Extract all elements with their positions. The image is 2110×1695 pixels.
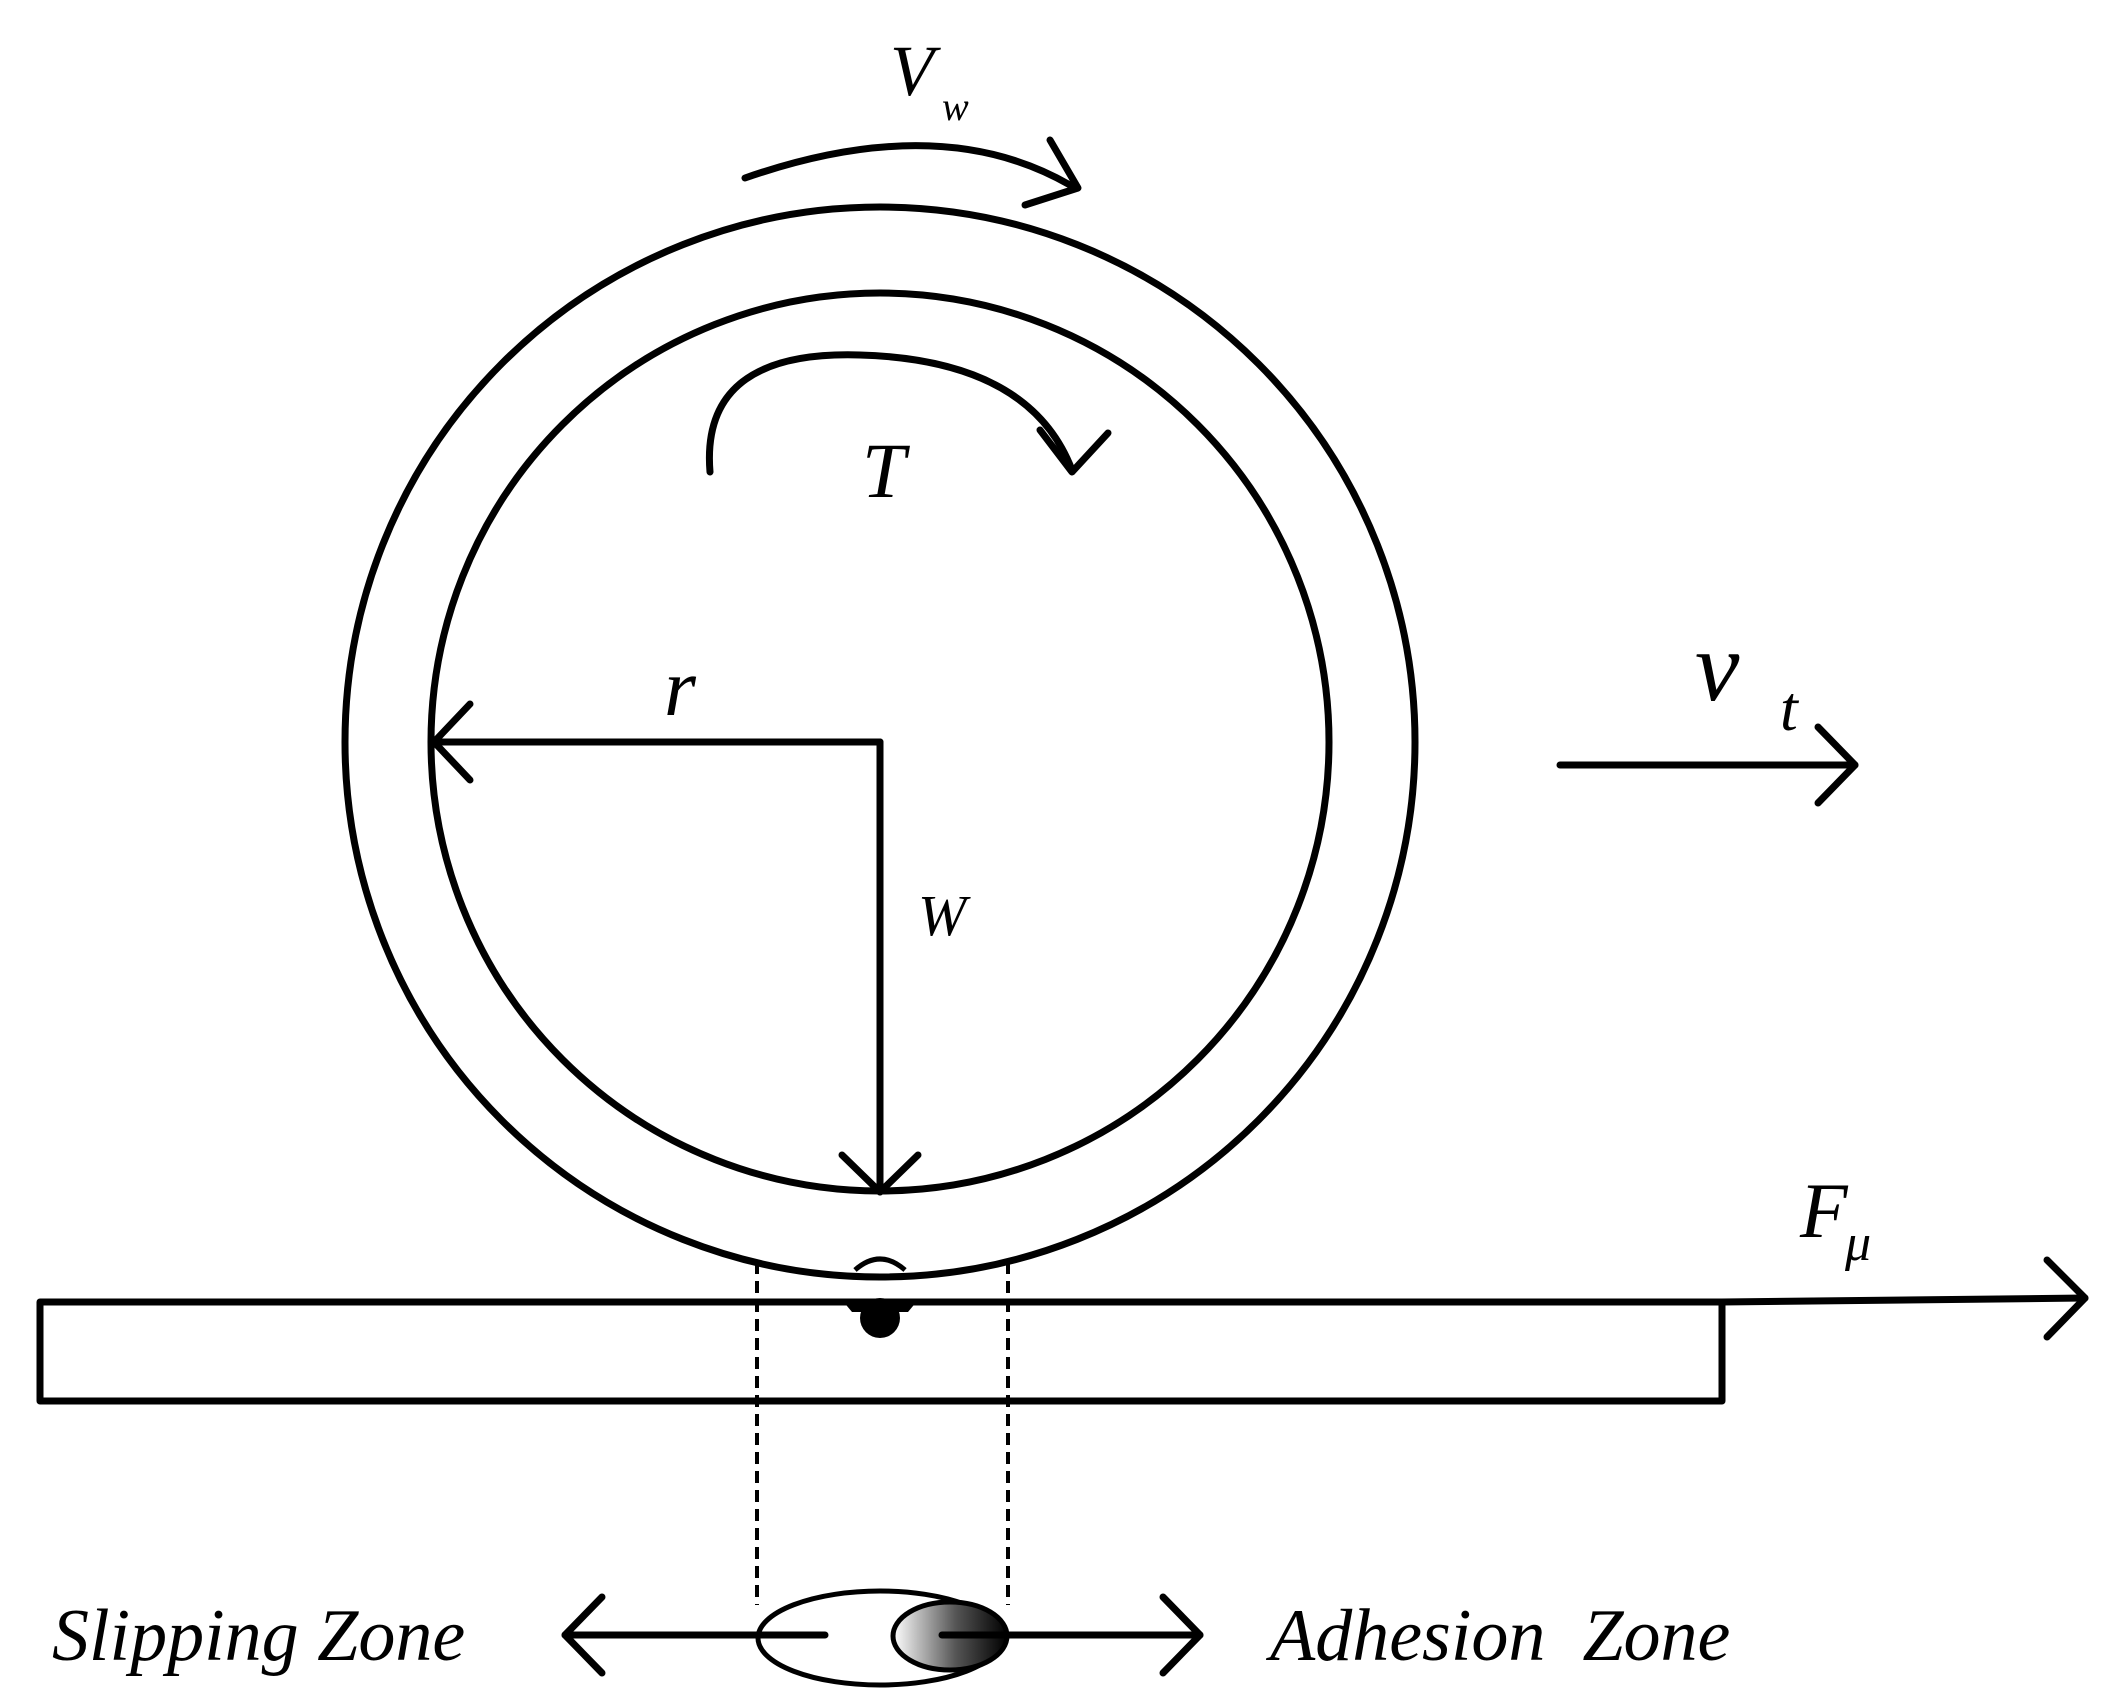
slipping-zone-label: Slipping Zone — [52, 1595, 465, 1677]
friction-force-arrowhead — [2043, 1256, 2089, 1341]
contact-patch-bump — [853, 1256, 907, 1272]
train-velocity-subscript: t — [1780, 673, 1800, 744]
wheel-velocity-label: V — [890, 31, 941, 111]
train-velocity-label: v — [1695, 611, 1740, 722]
radius-label: r — [664, 642, 697, 733]
adhesion-zone-label: Adhesion Zone — [1265, 1595, 1730, 1677]
wheel-velocity-subscript: w — [942, 84, 969, 129]
wheel-velocity-arrowhead — [1021, 136, 1082, 209]
friction-force-subscript: μ — [1844, 1215, 1871, 1272]
torque-arc-arrow — [705, 351, 1076, 476]
adhesion-zone-arrowhead — [1159, 1593, 1204, 1677]
contact-point — [860, 1298, 900, 1338]
slipping-zone-arrowhead — [561, 1593, 606, 1677]
train-velocity-arrowhead — [1814, 723, 1859, 807]
wheel-velocity-arc-arrow — [741, 142, 1074, 189]
friction-force-arrow-line — [1718, 1294, 2089, 1306]
weight-label: W — [918, 883, 971, 948]
torque-arrowhead — [1036, 426, 1112, 476]
wheel-outer-circle — [341, 203, 1419, 1281]
weight-arrowhead — [838, 1151, 922, 1196]
friction-force-label: F — [1799, 1167, 1849, 1254]
torque-label: T — [862, 427, 910, 514]
radius-arrowhead — [430, 700, 474, 784]
